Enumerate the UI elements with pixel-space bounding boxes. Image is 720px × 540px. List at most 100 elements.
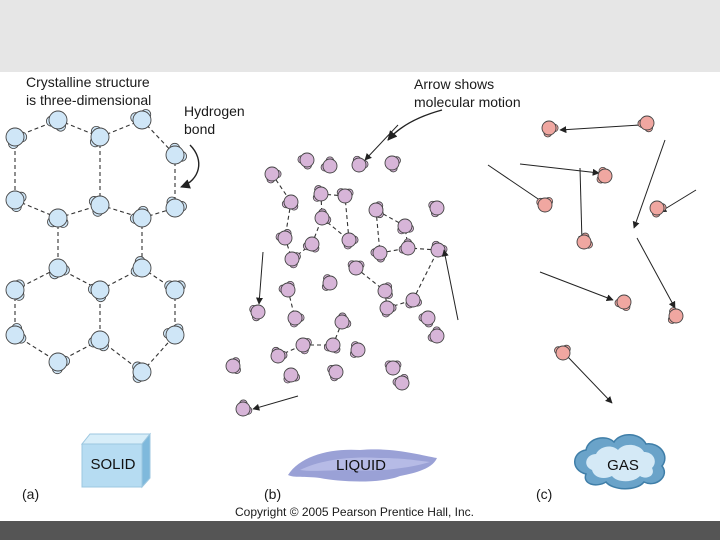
liquid-molecule bbox=[428, 200, 445, 218]
arrow-motion-label-line1: Arrow shows bbox=[414, 76, 495, 92]
gas-motion-arrow bbox=[559, 124, 641, 134]
gas-molecule bbox=[614, 294, 632, 312]
gas-motion-arrow bbox=[539, 271, 614, 302]
liquid-molecule bbox=[349, 341, 366, 358]
solid-molecule bbox=[164, 280, 186, 300]
liquid-molecule bbox=[418, 310, 436, 328]
liquid-molecule bbox=[312, 185, 329, 202]
solid-molecule bbox=[132, 361, 152, 383]
gas-motion-arrow bbox=[636, 237, 676, 309]
hydrogen-bond-pointer bbox=[180, 144, 200, 189]
copyright-text: Copyright © 2005 Pearson Prentice Hall, … bbox=[235, 505, 474, 519]
gas-motion-arrow bbox=[519, 163, 600, 176]
panel-b-label: (b) bbox=[264, 486, 282, 502]
liquid-molecule bbox=[398, 238, 416, 256]
solid-molecule bbox=[165, 196, 187, 218]
liquid-motion-arrow bbox=[364, 124, 399, 161]
gas-molecule bbox=[596, 166, 613, 184]
solid-molecule bbox=[5, 323, 27, 345]
gas-motion-arrows bbox=[487, 124, 697, 404]
liquid-molecule bbox=[297, 152, 315, 170]
liquid-molecule bbox=[379, 300, 397, 318]
liquid-molecule bbox=[405, 292, 422, 309]
panel-a-label: (a) bbox=[22, 486, 40, 502]
solid-molecule bbox=[5, 279, 25, 301]
liquid-molecule bbox=[370, 245, 388, 263]
crystalline-label-line1: Crystalline structure bbox=[26, 74, 150, 90]
gas-molecule bbox=[576, 232, 593, 250]
liquid-molecule bbox=[334, 312, 352, 330]
gas-molecules bbox=[536, 115, 684, 361]
gas-molecule bbox=[667, 307, 684, 324]
gas-cloud-icon bbox=[574, 434, 666, 490]
liquid-molecule bbox=[427, 326, 445, 344]
liquid-molecule bbox=[264, 166, 282, 184]
solid-label: SOLID bbox=[90, 456, 136, 473]
liquid-molecule bbox=[287, 310, 305, 328]
gas-molecule bbox=[637, 115, 655, 133]
solid-molecule bbox=[163, 323, 185, 345]
callout-arrows bbox=[180, 109, 459, 411]
panel-c-label: (c) bbox=[536, 486, 553, 502]
liquid-molecule bbox=[295, 337, 312, 355]
liquid-motion-arrow bbox=[441, 249, 459, 321]
top-band bbox=[0, 0, 720, 72]
solid-molecule bbox=[129, 205, 152, 228]
liquid-molecule bbox=[270, 346, 288, 364]
liquid-molecule bbox=[321, 274, 338, 291]
hydrogen-bond-label-line2: bond bbox=[184, 121, 216, 137]
liquid-molecule bbox=[281, 194, 299, 211]
solid-molecule bbox=[88, 330, 110, 352]
liquid-molecule bbox=[283, 367, 301, 384]
solid-molecules bbox=[5, 109, 187, 383]
liquid-molecule bbox=[430, 240, 448, 258]
liquid-molecule bbox=[314, 208, 332, 226]
liquid-molecules bbox=[225, 152, 448, 417]
gas-molecule bbox=[536, 197, 554, 213]
gas-motion-arrow bbox=[487, 164, 548, 206]
liquid-molecule bbox=[302, 236, 320, 253]
liquid-molecule bbox=[327, 364, 344, 382]
liquid-molecule bbox=[397, 218, 414, 235]
solid-molecule bbox=[48, 352, 71, 375]
liquid-molecule bbox=[347, 260, 365, 276]
liquid-motion-arrow bbox=[255, 251, 264, 305]
liquid-molecule bbox=[249, 304, 266, 322]
solid-molecule bbox=[165, 142, 187, 165]
liquid-molecule bbox=[323, 337, 341, 354]
liquid-label: LIQUID bbox=[335, 457, 386, 474]
motion-label-pointer bbox=[387, 109, 443, 141]
solid-molecule bbox=[88, 195, 110, 217]
liquid-molecule bbox=[377, 282, 393, 300]
liquid-molecule bbox=[284, 251, 301, 269]
liquid-molecule bbox=[384, 155, 401, 173]
solid-molecule bbox=[87, 280, 110, 303]
solid-molecule bbox=[47, 208, 69, 228]
liquid-molecule bbox=[341, 232, 359, 250]
liquid-molecule bbox=[392, 373, 410, 391]
liquid-molecule bbox=[351, 155, 369, 173]
bottom-band bbox=[0, 521, 720, 540]
arrow-motion-label-line2: molecular motion bbox=[414, 94, 521, 110]
solid-molecule bbox=[5, 190, 27, 212]
solid-cube-icon bbox=[80, 432, 152, 489]
solid-molecule bbox=[45, 110, 68, 132]
liquid-molecule bbox=[320, 156, 338, 174]
liquid-molecule bbox=[278, 280, 296, 298]
liquid-molecule bbox=[368, 201, 384, 219]
solid-molecule bbox=[5, 127, 28, 149]
gas-label: GAS bbox=[607, 457, 639, 474]
gas-motion-arrow bbox=[632, 139, 666, 229]
solid-molecule bbox=[130, 256, 152, 278]
crystalline-label-line2: is three-dimensional bbox=[26, 92, 152, 108]
liquid-molecule bbox=[384, 360, 402, 376]
gas-molecule bbox=[649, 200, 667, 218]
gas-molecule bbox=[554, 344, 571, 361]
gas-molecule bbox=[541, 120, 559, 138]
liquid-molecule bbox=[275, 229, 293, 246]
hydrogen-bond-label-line1: Hydrogen bbox=[184, 103, 245, 119]
solid-molecule bbox=[48, 258, 70, 280]
liquid-motion-arrow bbox=[252, 395, 299, 411]
solid-molecule bbox=[89, 125, 110, 148]
